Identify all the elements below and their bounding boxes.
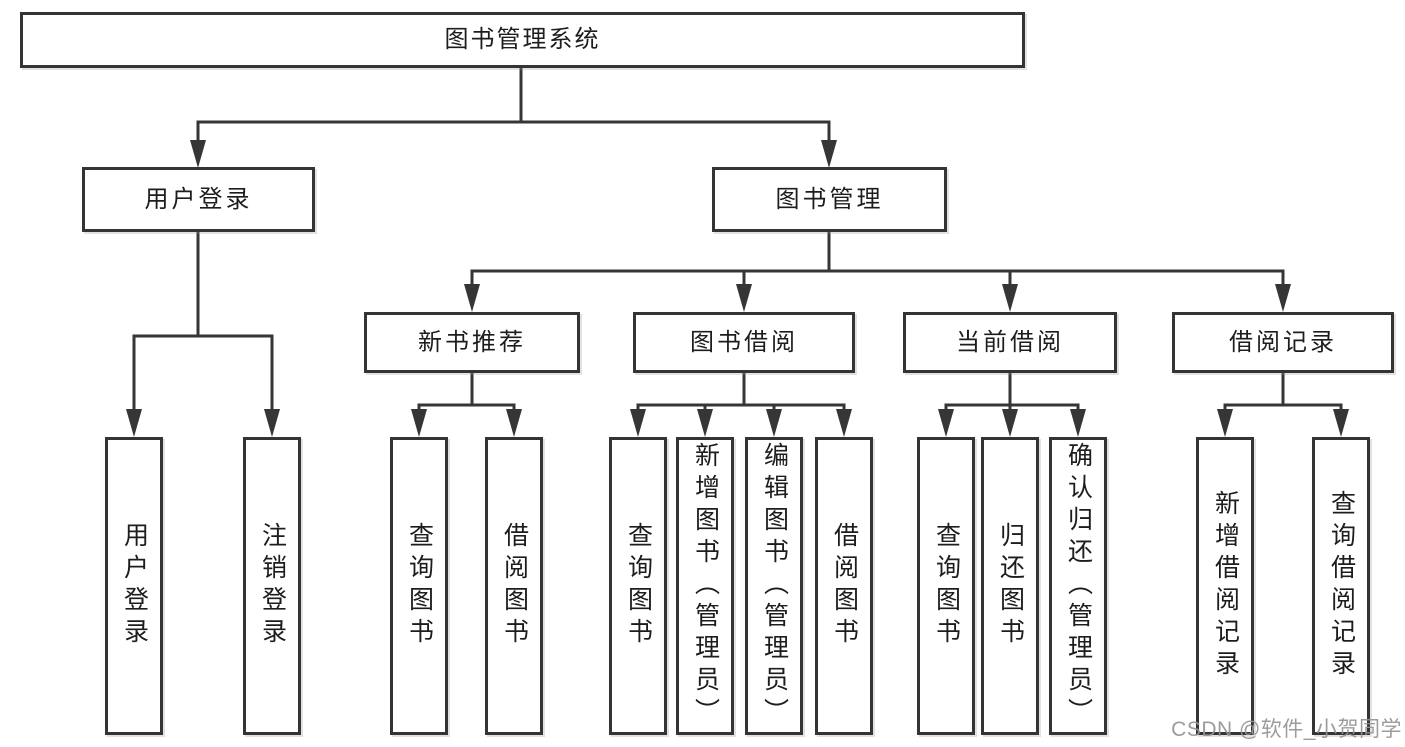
leaf-confirm-return-admin: 确认归还（管理员）: [1049, 437, 1107, 735]
leaf-query-borrow-record: 查询借阅记录: [1312, 437, 1370, 735]
leaf-label: 查询借阅记录: [1327, 490, 1356, 682]
leaf-label: 查询图书: [932, 522, 961, 650]
leaf-label: 新增借阅记录: [1211, 490, 1240, 682]
node-label: 新书推荐: [418, 328, 526, 356]
leaf-query-books-current: 查询图书: [917, 437, 975, 735]
leaf-label: 新增图书（管理员）: [691, 442, 720, 730]
leaf-label: 查询图书: [405, 522, 434, 650]
leaf-return-books: 归还图书: [981, 437, 1039, 735]
leaf-logout-login: 注销登录: [243, 437, 301, 735]
leaf-label: 编辑图书（管理员）: [760, 442, 789, 730]
node-book-management: 图书管理: [712, 167, 947, 232]
leaf-edit-books-admin: 编辑图书（管理员）: [745, 437, 803, 735]
leaf-add-books-admin: 新增图书（管理员）: [676, 437, 734, 735]
leaf-add-borrow-record: 新增借阅记录: [1196, 437, 1254, 735]
node-new-book-recommendation: 新书推荐: [364, 312, 580, 373]
node-label: 图书借阅: [690, 328, 798, 356]
node-label: 用户登录: [144, 185, 253, 213]
node-label: 当前借阅: [956, 328, 1064, 356]
leaf-user-login: 用户登录: [105, 437, 163, 735]
leaf-label: 归还图书: [996, 522, 1025, 650]
node-label: 借阅记录: [1229, 328, 1337, 356]
leaf-label: 借阅图书: [500, 522, 529, 650]
node-current-borrowing: 当前借阅: [903, 312, 1117, 373]
leaf-label: 借阅图书: [830, 522, 859, 650]
leaf-borrow-books-recommend: 借阅图书: [485, 437, 543, 735]
leaf-label: 注销登录: [258, 522, 287, 650]
leaf-borrow-books: 借阅图书: [815, 437, 873, 735]
leaf-query-books-borrow: 查询图书: [609, 437, 667, 735]
node-label: 图书管理: [775, 185, 884, 213]
leaf-label: 确认归还（管理员）: [1064, 442, 1093, 730]
node-label: 图书管理系统: [444, 26, 601, 53]
leaf-label: 用户登录: [120, 522, 149, 650]
watermark-text: CSDN @软件_小贺同学: [1171, 718, 1402, 741]
node-book-borrowing: 图书借阅: [633, 312, 855, 373]
node-user-login: 用户登录: [82, 167, 315, 232]
node-borrowing-records: 借阅记录: [1172, 312, 1394, 373]
leaf-query-books-recommend: 查询图书: [390, 437, 448, 735]
node-library-management-system: 图书管理系统: [20, 12, 1025, 68]
leaf-label: 查询图书: [624, 522, 653, 650]
